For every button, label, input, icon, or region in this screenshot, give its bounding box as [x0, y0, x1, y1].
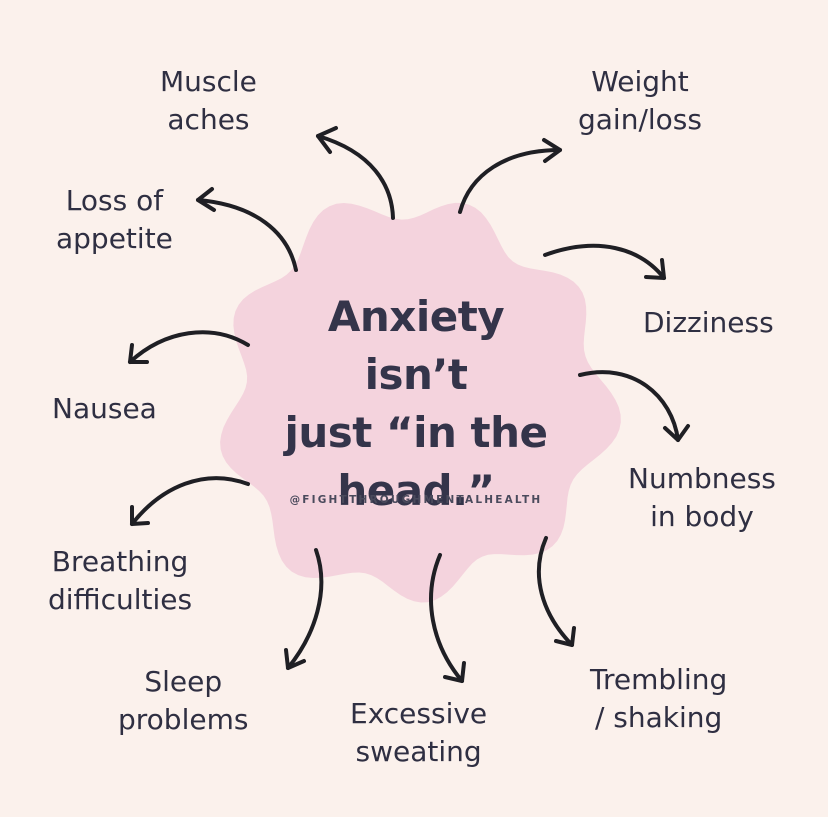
label-weight-line-2: gain/loss: [578, 103, 702, 136]
label-sleep-line-1: Sleep: [144, 665, 223, 698]
label-muscle-aches: Muscle aches: [160, 63, 257, 139]
label-sleep-line-2: problems: [118, 703, 249, 736]
label-sweating-line-2: sweating: [355, 735, 482, 768]
label-trembling: Trembling / shaking: [590, 661, 727, 737]
label-nausea-line-1: Nausea: [52, 392, 157, 425]
label-trembling-line-1: Trembling: [590, 663, 728, 696]
label-muscle-aches-line-1: Muscle: [160, 65, 257, 98]
label-appetite-line-2: appetite: [56, 222, 173, 255]
label-appetite-line-1: Loss of: [65, 184, 164, 217]
label-numbness-line-2: in body: [650, 500, 754, 533]
center-title-line-1: Anxiety isn’t: [327, 292, 505, 399]
label-sweating: Excessive sweating: [350, 695, 487, 771]
center-title: Anxiety isn’t just “in the head.”: [270, 288, 562, 520]
center-title-line-3: head.”: [337, 466, 495, 515]
label-appetite: Loss of appetite: [56, 182, 173, 258]
handle-text: @FIGHTTHROUGHMENTALHEALTH: [289, 494, 543, 506]
label-weight: Weight gain/loss: [578, 63, 702, 139]
center-title-line-2: just “in the: [284, 408, 548, 457]
label-muscle-aches-line-2: aches: [167, 103, 250, 136]
label-nausea: Nausea: [52, 390, 157, 428]
label-dizziness: Dizziness: [643, 304, 774, 342]
label-breathing-line-1: Breathing: [51, 545, 189, 578]
label-weight-line-1: Weight: [591, 65, 689, 98]
label-dizziness-line-1: Dizziness: [643, 306, 774, 339]
label-trembling-line-2: / shaking: [594, 701, 723, 734]
label-sleep: Sleep problems: [118, 663, 248, 739]
label-sweating-line-1: Excessive: [350, 697, 488, 730]
label-breathing-line-2: difficulties: [48, 583, 193, 616]
label-numbness: Numbness in body: [628, 460, 776, 536]
label-numbness-line-1: Numbness: [628, 462, 776, 495]
label-breathing: Breathing difficulties: [48, 543, 192, 619]
